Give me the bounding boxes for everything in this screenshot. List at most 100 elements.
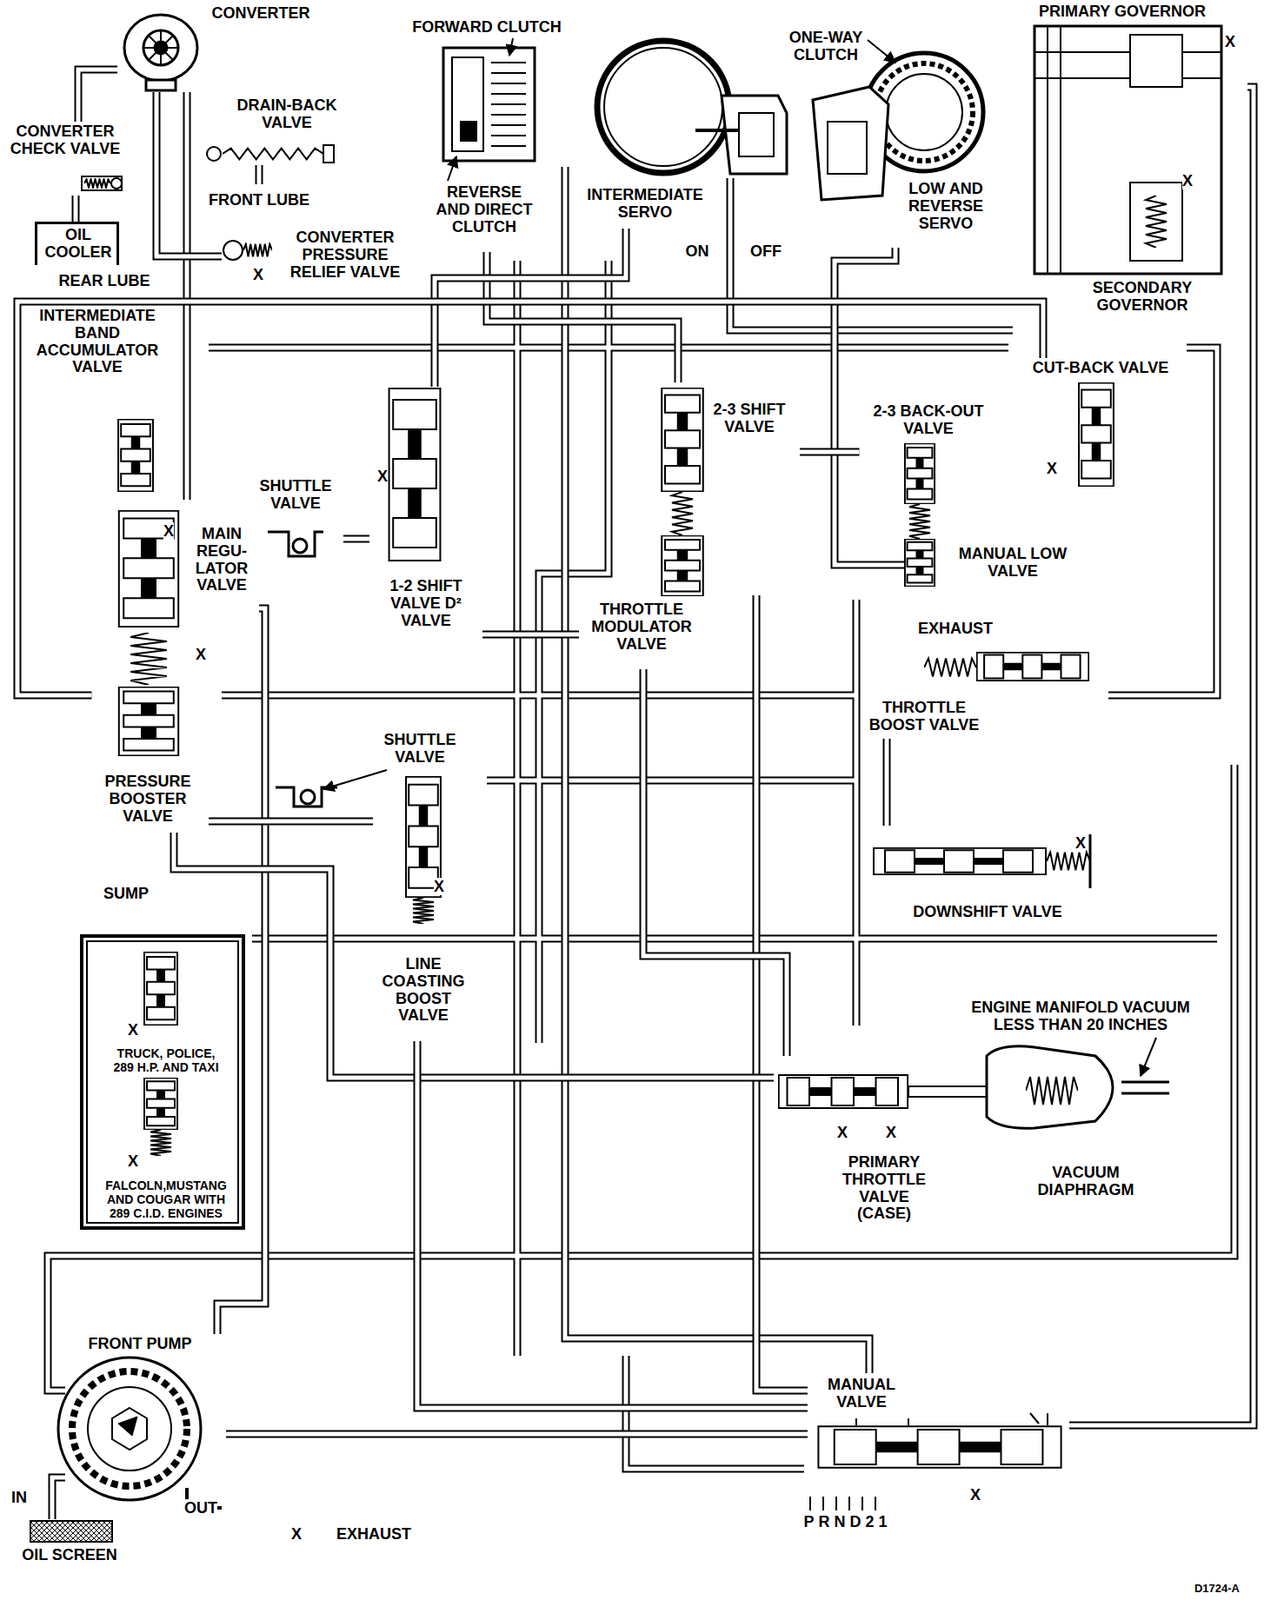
throttle-diaphragm-drawing — [908, 1037, 1170, 1129]
drawing-part — [452, 57, 484, 152]
component-label: 1-2 SHIFT VALVE D² VALVE — [369, 386, 483, 648]
diagram-label: SUMP — [103, 885, 149, 904]
variant-inset-box: TRUCK, POLICE, 289 H.P. AND TAXIFALCOLN,… — [79, 934, 246, 1231]
component-name: PRESSURE BOOSTER VALVE — [104, 772, 191, 825]
pump-drawing — [30, 1357, 222, 1543]
label-block: FRONT PUMP — [70, 1336, 210, 1354]
component-label: MANUAL LOW VALVE — [904, 518, 1078, 593]
drawing-part — [118, 419, 154, 492]
component-name: REVERSE AND DIRECT CLUTCH — [436, 183, 533, 236]
fluid-passage — [75, 195, 77, 222]
drawing-part — [867, 39, 896, 63]
exhaust-mark: X — [1224, 33, 1236, 52]
label-block: OIL COOLER — [39, 226, 118, 262]
component-label: THROTTLE BOOST VALVE — [861, 643, 1100, 739]
component-label: PRESSURE BOOSTER VALVE — [92, 632, 210, 833]
component-name: TRUCK, POLICE, 289 H.P. AND TAXI — [113, 1046, 219, 1075]
drawing-part — [695, 128, 739, 133]
drawing-part — [81, 176, 122, 191]
passage-bore — [73, 195, 79, 222]
label-block: CUT-BACK VALVE — [1022, 359, 1179, 378]
label-block: VACUUM DIAPHRAGM — [1024, 1164, 1147, 1200]
passage-bore — [208, 819, 373, 825]
label-block: 1-2 SHIFT VALVE D² VALVE — [372, 578, 481, 630]
drawing-part — [908, 1086, 987, 1098]
drawing-part — [904, 538, 935, 586]
fluid-passage — [417, 1041, 808, 1409]
drawing-part — [72, 1371, 187, 1487]
passage-outline — [799, 448, 860, 457]
component-name: CUT-BACK VALVE — [1032, 359, 1169, 377]
component-name: PRIMARY GOVERNOR — [1038, 2, 1206, 20]
label-block: PRIMARY THROTTLE VALVE (CASE) — [834, 1154, 935, 1224]
passage-bore — [52, 1477, 66, 1520]
converter-drawing — [124, 14, 198, 91]
label-text: X — [837, 1124, 848, 1142]
drawing-part — [206, 146, 221, 161]
exhaust-mark: X — [195, 646, 207, 665]
diagram-label: IN — [11, 1490, 27, 1508]
component-label: SHUTTLE VALVE — [273, 728, 474, 774]
passage-bore — [343, 537, 370, 542]
component-name: DRAIN-BACK VALVE — [237, 96, 338, 132]
label-text: REAR LUBE — [58, 272, 150, 290]
fluid-passage — [886, 738, 888, 826]
diagram-label: EXHAUST — [918, 620, 993, 639]
component-label: DRAIN-BACK VALVE — [201, 95, 363, 167]
label-text: X — [377, 467, 388, 486]
label-text: EXHAUST — [336, 1525, 412, 1544]
passage-bore — [47, 165, 1235, 1470]
label-block: CONVERTER PRESSURE RELIEF VALVE — [279, 229, 411, 281]
drawing-part — [1034, 26, 1222, 274]
drawing-part — [885, 73, 963, 151]
label-text: OUT — [184, 1499, 218, 1517]
drawing-part — [738, 113, 774, 157]
label-block: PRESSURE BOOSTER VALVE — [93, 773, 203, 825]
component-name: CONVERTER CHECK VALVE — [10, 122, 120, 158]
label-block: FORWARD CLUTCH — [395, 19, 579, 37]
label-text: X — [1075, 834, 1086, 852]
label-block: 2-3 BACK-OUT VALVE — [861, 403, 997, 439]
component-name: FORWARD CLUTCH — [412, 18, 562, 36]
drawing-part — [447, 156, 457, 181]
component-label: LINE COASTING BOOST VALVE — [372, 776, 474, 1042]
component-label: MANUAL VALVE — [807, 1373, 1070, 1487]
drawing-part — [904, 443, 935, 504]
intermediate-servo-drawing — [597, 40, 787, 174]
passage-bore — [799, 450, 860, 455]
passage-bore — [78, 69, 118, 122]
drawing-part — [144, 951, 178, 1025]
drawing-part — [977, 652, 1090, 681]
drawing-part — [671, 492, 693, 536]
component-label: SHUTTLE VALVE — [247, 476, 344, 571]
label-block: LINE COASTING BOOST VALVE — [374, 956, 473, 1025]
passage-outline — [343, 535, 370, 544]
label-text: X — [433, 878, 445, 896]
component-label: CONVERTER CHECK VALVE — [0, 121, 134, 196]
component-name: MANUAL LOW VALVE — [958, 545, 1068, 580]
passage-outline — [565, 166, 870, 1374]
diagram-label: OUT — [184, 1500, 218, 1518]
exhaust-mark: X — [1046, 460, 1058, 479]
drawing-part — [810, 1496, 876, 1511]
component-label: CONVERTER — [117, 1, 326, 93]
drawing-part — [909, 504, 931, 539]
drawing-part — [818, 1426, 1061, 1469]
passage-bore — [226, 1432, 808, 1437]
passage-bore — [434, 228, 626, 387]
label-text: X — [970, 1486, 981, 1504]
label-block: THROTTLE MODULATOR VALVE — [580, 601, 703, 653]
component-label: 2-3 BACK-OUT VALVE — [859, 401, 1001, 515]
drawing-part — [812, 86, 889, 200]
drawing-part — [721, 95, 787, 174]
fluid-passage — [226, 1434, 808, 1436]
drawing-part — [460, 121, 477, 141]
component-label: 2-3 SHIFT VALVE — [653, 382, 800, 596]
drawing-part — [873, 848, 1046, 875]
component-label: LOW AND REVERSE SERVO — [873, 178, 1018, 248]
drawing-part — [1089, 834, 1092, 889]
passage-outline — [756, 595, 808, 1391]
label-block: PRIMARY GOVERNOR — [1017, 3, 1227, 21]
drawing-part — [661, 388, 704, 493]
drawing-part — [986, 1046, 1113, 1129]
